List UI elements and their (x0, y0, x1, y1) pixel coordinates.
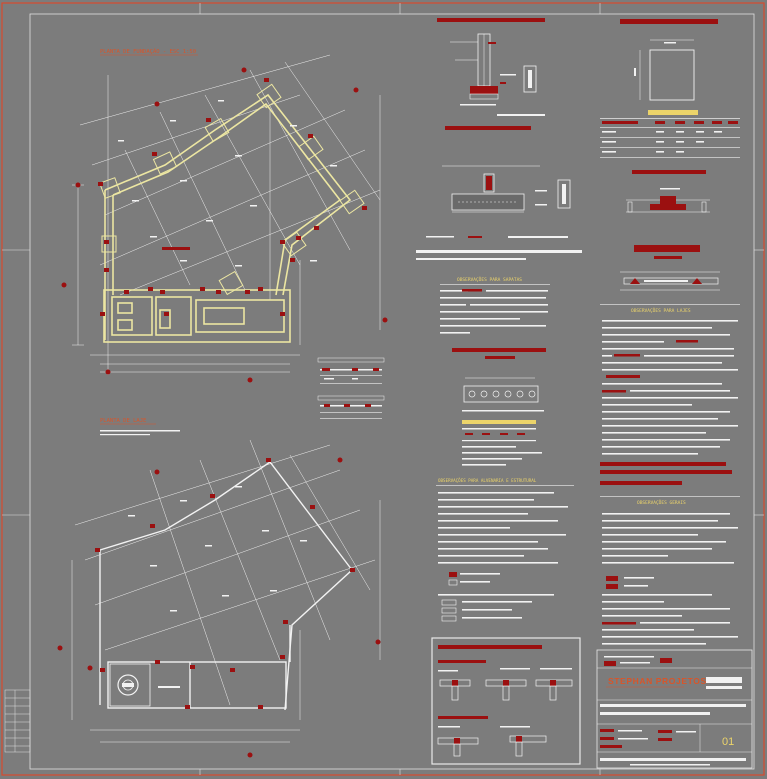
plan1-schedule-table (317, 357, 385, 419)
slab-notes-title: OBSERVAÇÕES PARA LAJES (631, 307, 691, 314)
plan1-dimension-lines (72, 184, 301, 365)
plan1-footings (99, 83, 365, 296)
column-detail (620, 19, 718, 101)
inner-border (29, 13, 755, 770)
slab-notes-highlight-3 (600, 481, 682, 485)
plan1-text-labels (118, 100, 337, 267)
plan2-text-labels (128, 486, 307, 612)
revision-table (4, 689, 31, 753)
masonry-notes-title: OBSERVAÇÕES PARA ALVENARIA E ESTRUTURAL (438, 478, 537, 483)
plan2-title: PLANTA DE LAJE (100, 418, 146, 424)
general-notes-title: OBSERVAÇÕES GERAIS (637, 499, 686, 506)
plan1-room-label (162, 247, 190, 250)
masonry-legend (438, 572, 554, 622)
plan1-grid-bubbles (61, 67, 388, 383)
footing-detail-2 (416, 126, 582, 260)
slab-notes-highlight-1 (600, 462, 726, 466)
plan2-slab-detail (109, 663, 180, 707)
plan2-markers (95, 458, 355, 709)
footing-notes-title: OBSERVAÇÕES PARA SAPATAS (457, 276, 522, 283)
sheet-number: 01 (722, 736, 734, 748)
plan1-title: PLANTA DE FUNDAÇÃO - ESC 1:50 (100, 48, 196, 55)
footing-notes-text (440, 284, 550, 334)
connection-details-box (431, 637, 581, 765)
title-block (596, 649, 753, 769)
masonry-notes-text (436, 485, 574, 564)
slab-notes-text (600, 304, 740, 455)
title-block-fields (600, 677, 746, 766)
general-notes-text (600, 496, 740, 645)
slab-notes-highlight-2 (600, 470, 732, 474)
plan1-grid-lines (79, 54, 381, 375)
beam-section-detail (452, 348, 546, 466)
plan2-grid-bubbles (57, 457, 381, 758)
footing-detail-1 (437, 18, 545, 116)
plan2-grid-lines (71, 439, 381, 743)
slab-reinforcement-detail (620, 245, 720, 291)
frame-ticks (2, 3, 764, 775)
slab-schedule-table (600, 110, 740, 158)
slab-edge-detail (626, 170, 710, 213)
plan1-column-markers (98, 78, 367, 316)
company-name: STEPHAN PROJETOS (608, 676, 707, 686)
